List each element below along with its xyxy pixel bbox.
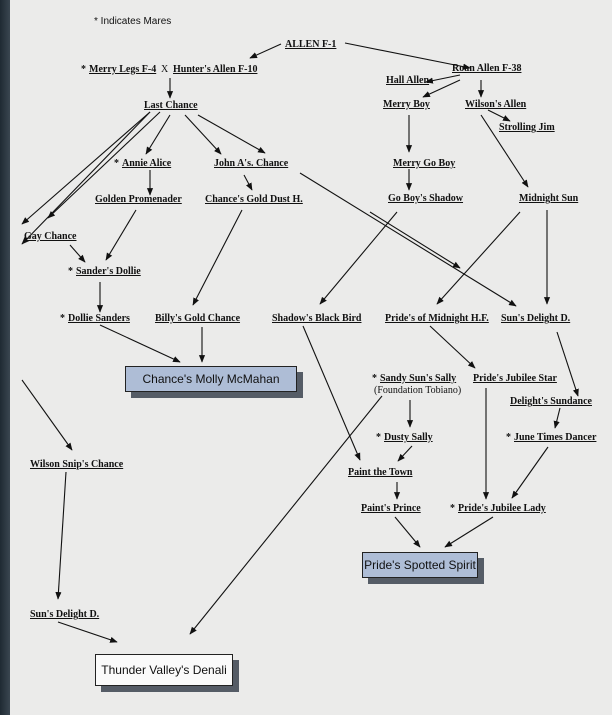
node-wilson-snips-chance: Wilson Snip's Chance: [30, 459, 124, 470]
node-merry-go-boy: Merry Go Boy: [393, 158, 456, 169]
arrow: [553, 407, 561, 429]
node-wilsons-allen: Wilson's Allen: [465, 99, 527, 110]
foundation-note: (Foundation Tobiano): [374, 385, 462, 396]
scan-edge: [0, 0, 10, 715]
node-paint-the-town: Paint the Town: [348, 467, 413, 478]
arrow: [105, 209, 137, 261]
arrow: [243, 174, 253, 191]
node-suns-delight-2: Sun's Delight D.: [30, 609, 100, 620]
arrow: [344, 42, 471, 70]
arrow: [422, 79, 461, 98]
node-annie-alice: *Annie Alice: [114, 158, 172, 169]
arrow: [436, 211, 521, 305]
node-paints-prince: Paint's Prince: [361, 503, 421, 514]
node-midnight-sun: Midnight Sun: [519, 193, 579, 204]
arrow: [444, 516, 494, 548]
arrow: [69, 244, 86, 263]
node-dollie-sanders: *Dollie Sanders: [60, 313, 130, 324]
node-prides-jubilee-star: Pride's Jubilee Star: [473, 373, 557, 384]
node-last-chance: Last Chance: [144, 100, 198, 111]
node-delights-sundance: Delight's Sundance: [510, 396, 592, 407]
arrow: [249, 43, 282, 59]
node-merry-boy: Merry Boy: [383, 99, 430, 110]
arrow: [299, 172, 517, 307]
node-gay-chance: Gay Chance: [24, 231, 77, 242]
node-dusty-sally: *Dusty Sally: [376, 432, 433, 443]
node-june-times-dancer: *June Times Dancer: [506, 432, 597, 443]
arrow: [319, 211, 398, 305]
cross-x: X: [161, 64, 169, 75]
node-golden-promenader: Golden Promenader: [95, 194, 182, 205]
arrow: [302, 325, 361, 461]
arrow: [57, 621, 118, 643]
arrow: [197, 114, 266, 154]
arrow: [99, 324, 181, 363]
node-suns-delight: Sun's Delight D.: [501, 313, 571, 324]
node-sanders-dollie: *Sander's Dollie: [68, 266, 141, 277]
pedigree-page: [10, 0, 612, 715]
node-sandy-suns-sally: *Sandy Sun's Sally: [372, 373, 457, 384]
arrow: [184, 114, 222, 155]
node-hunters-allen: Hunter's Allen F-10: [173, 64, 258, 75]
arrow: [189, 395, 383, 635]
arrow: [192, 209, 243, 306]
node-allen: ALLEN F-1: [285, 39, 337, 50]
node-john-as-chance: John A's. Chance: [214, 158, 289, 169]
arrow: [145, 114, 171, 155]
node-prides-jubilee-lady: *Pride's Jubilee Lady: [450, 503, 546, 514]
arrow: [394, 516, 421, 548]
arrow: [21, 379, 73, 451]
node-strolling-jim: Strolling Jim: [499, 122, 555, 133]
result-box-spotted-spirit: Pride's Spotted Spirit: [362, 552, 478, 578]
arrow: [480, 114, 529, 188]
node-merry-legs: *Merry Legs F-4: [81, 64, 157, 75]
node-billys-gold-chance: Billy's Gold Chance: [155, 313, 241, 324]
node-hall-allen: Hall Allen: [386, 75, 430, 86]
arrow: [55, 471, 67, 600]
result-box-denali: Thunder Valley's Denali: [95, 654, 233, 686]
node-roan-allen: Roan Allen F-38: [452, 63, 522, 74]
legend-note: * Indicates Mares: [94, 16, 172, 27]
arrow: [21, 111, 151, 225]
arrow: [511, 446, 549, 499]
arrow: [429, 325, 476, 369]
arrow: [487, 109, 511, 122]
result-box-molly: Chance's Molly McMahan: [125, 366, 297, 392]
arrow: [21, 111, 151, 245]
node-go-boys-shadow: Go Boy's Shadow: [388, 193, 464, 204]
node-chances-gold-dust: Chance's Gold Dust H.: [205, 194, 303, 205]
node-prides-of-midnight: Pride's of Midnight H.F.: [385, 313, 489, 324]
arrow: [47, 111, 161, 219]
arrow: [369, 211, 461, 269]
arrow: [425, 74, 461, 84]
arrow: [556, 331, 579, 397]
arrow: [397, 445, 413, 462]
node-shadows-black-bird: Shadow's Black Bird: [272, 313, 362, 324]
